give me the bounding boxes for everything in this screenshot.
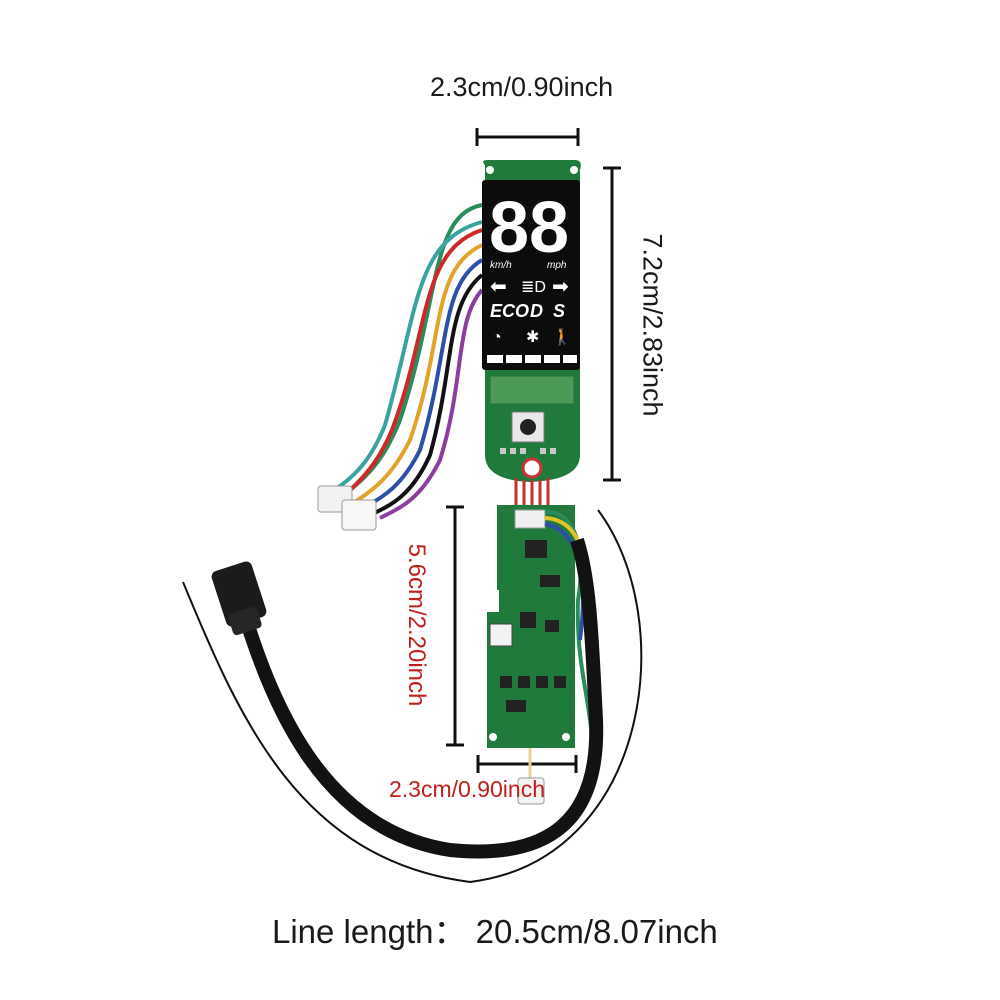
speed-digits: 88 bbox=[489, 188, 569, 268]
mode-d: D bbox=[530, 301, 543, 321]
display-pcb: 88 km/h mph ⬅ ≣D ➡ ECO D S ◔ ✱ 🚶 bbox=[482, 160, 581, 482]
interboard-red-wires bbox=[514, 478, 550, 505]
display-width-label: 2.3cm/0.90inch bbox=[430, 72, 614, 102]
dimension-bar-left bbox=[446, 505, 464, 747]
battery-bars bbox=[487, 355, 577, 363]
controller-pcb bbox=[485, 505, 575, 748]
bottom-jst-connector bbox=[517, 748, 545, 805]
cable-length-arc-left bbox=[182, 581, 471, 883]
board-height-label: 5.6cm/2.20inch bbox=[403, 543, 430, 707]
dimension-bar-right bbox=[603, 166, 621, 482]
waterproof-connector bbox=[211, 561, 267, 636]
mode-eco: ECO bbox=[490, 301, 529, 321]
board-width-label: 2.3cm/0.90inch bbox=[389, 776, 545, 802]
dimension-bar-bottom bbox=[476, 755, 578, 773]
lcd-screen bbox=[482, 180, 580, 370]
push-button bbox=[520, 419, 536, 435]
dimension-bar-top bbox=[475, 128, 580, 146]
line-length-label: Line length： 20.5cm/8.07inch bbox=[272, 913, 718, 950]
headlight-icon: ≣D bbox=[521, 279, 546, 296]
walking-person-icon: 🚶 bbox=[552, 327, 572, 346]
black-cable bbox=[233, 537, 604, 859]
unit-kmh: km/h bbox=[490, 260, 512, 271]
display-wire-bundle bbox=[330, 203, 484, 520]
unit-mph: mph bbox=[547, 260, 567, 271]
jst-connectors bbox=[317, 485, 377, 531]
mode-s: S bbox=[553, 301, 565, 321]
display-height-label: 7.2cm/2.83inch bbox=[637, 233, 668, 417]
cable-length-arc-right bbox=[469, 509, 643, 883]
speedometer-icon: ◔ bbox=[492, 329, 502, 346]
right-arrow-icon: ➡ bbox=[552, 276, 569, 298]
left-arrow-icon: ⬅ bbox=[490, 276, 507, 298]
bluetooth-icon: ✱ bbox=[526, 329, 539, 346]
